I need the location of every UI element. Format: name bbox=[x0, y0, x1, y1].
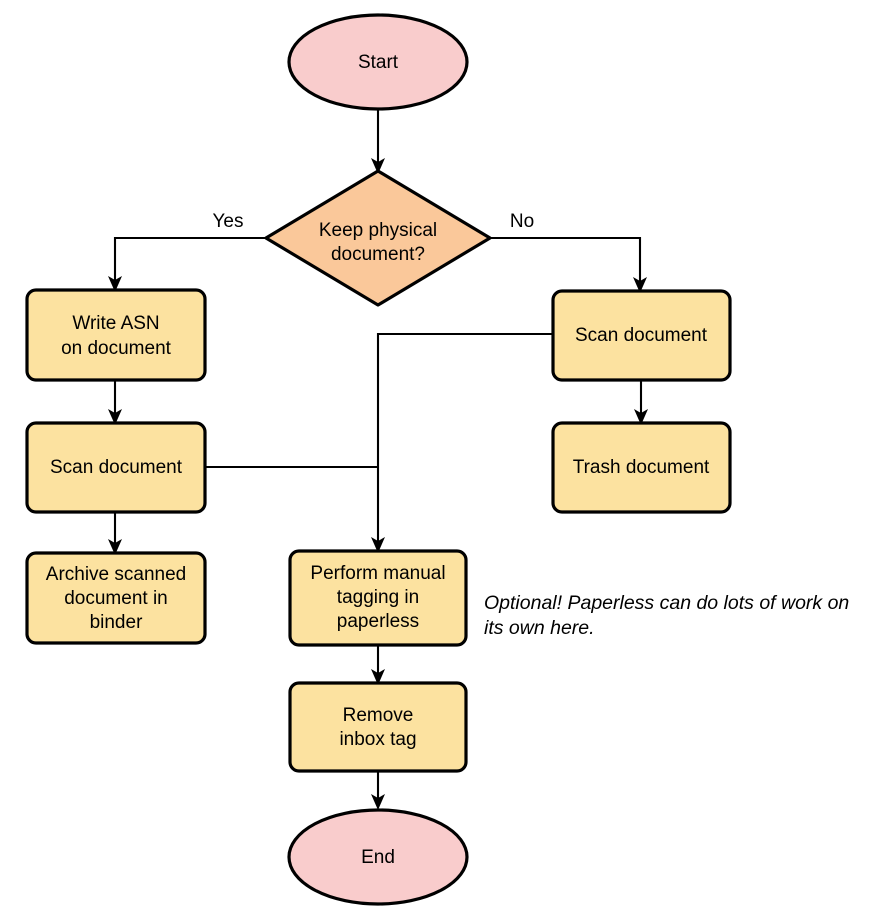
edge-line bbox=[490, 236, 642, 283]
node-trash-document[interactable]: Trash document bbox=[551, 421, 732, 514]
edge-remove-to-end bbox=[371, 771, 385, 810]
write-asn-label-line2: on document bbox=[61, 338, 172, 359]
manual-tagging-label-line2: tagging in bbox=[337, 587, 419, 608]
node-start[interactable]: Start bbox=[287, 13, 469, 111]
arrowhead-icon bbox=[634, 409, 648, 425]
arrowhead-icon bbox=[108, 539, 122, 555]
node-decision-keep-physical[interactable]: Keep physical document? bbox=[264, 169, 492, 307]
archive-binder-label-line3: binder bbox=[90, 612, 143, 633]
remove-inbox-tag-box[interactable] bbox=[288, 681, 468, 773]
arrowhead-icon bbox=[633, 277, 647, 293]
node-write-asn[interactable]: Write ASN on document bbox=[25, 288, 207, 382]
scan-document-right-label: Scan document bbox=[575, 325, 708, 346]
arrowhead-icon bbox=[371, 794, 385, 810]
start-label: Start bbox=[358, 52, 399, 73]
node-scan-document-left[interactable]: Scan document bbox=[25, 421, 207, 514]
arrowhead-icon bbox=[371, 669, 385, 685]
node-manual-tagging[interactable]: Perform manual tagging in paperless bbox=[288, 549, 468, 647]
edge-scan-right-to-trash bbox=[634, 380, 648, 425]
write-asn-box[interactable] bbox=[25, 288, 207, 382]
node-scan-document-right[interactable]: Scan document bbox=[551, 289, 732, 382]
archive-binder-label-line1: Archive scanned bbox=[46, 564, 186, 585]
edge-scan-to-archive bbox=[108, 512, 122, 555]
optional-note-line1: Optional! Paperless can do lots of work … bbox=[484, 592, 849, 614]
edge-asn-to-scan bbox=[108, 380, 122, 425]
decision-diamond[interactable] bbox=[264, 169, 492, 307]
scan-document-left-label: Scan document bbox=[50, 457, 183, 478]
manual-tagging-box[interactable] bbox=[288, 549, 468, 647]
archive-binder-box[interactable] bbox=[25, 551, 207, 645]
node-archive-binder[interactable]: Archive scanned document in binder bbox=[25, 551, 207, 645]
decision-label-line1: Keep physical bbox=[319, 220, 437, 241]
edge-label-yes: Yes bbox=[213, 211, 244, 232]
write-asn-label-line1: Write ASN bbox=[72, 313, 159, 334]
archive-binder-label-line2: document in bbox=[64, 588, 168, 609]
remove-inbox-label-line2: inbox tag bbox=[339, 729, 416, 750]
edge-layer: Yes No bbox=[108, 109, 648, 810]
annotation-optional-note: Optional! Paperless can do lots of work … bbox=[484, 592, 849, 639]
scan-document-left-box[interactable] bbox=[25, 421, 207, 514]
node-end[interactable]: End bbox=[287, 808, 469, 906]
edge-line bbox=[376, 332, 553, 543]
edge-start-to-decision bbox=[371, 109, 385, 174]
manual-tagging-label-line3: paperless bbox=[337, 611, 419, 632]
arrowhead-icon bbox=[371, 537, 385, 553]
optional-note-line2: its own here. bbox=[484, 617, 595, 639]
start-ellipse[interactable] bbox=[287, 13, 469, 111]
remove-inbox-label-line1: Remove bbox=[343, 705, 414, 726]
decision-label-line2: document? bbox=[331, 244, 425, 265]
node-remove-inbox-tag[interactable]: Remove inbox tag bbox=[288, 681, 468, 773]
edge-tagging-to-remove bbox=[371, 645, 385, 685]
node-layer: Start Keep physical document? Write ASN … bbox=[25, 13, 732, 906]
arrowhead-icon bbox=[371, 158, 385, 174]
trash-document-label: Trash document bbox=[573, 457, 710, 478]
trash-document-box[interactable] bbox=[551, 421, 732, 514]
edge-line bbox=[113, 236, 266, 282]
arrowhead-icon bbox=[108, 276, 122, 292]
edge-label-no: No bbox=[510, 211, 534, 232]
arrowhead-icon bbox=[108, 409, 122, 425]
edge-decision-yes: Yes bbox=[108, 211, 266, 292]
edge-decision-no: No bbox=[490, 211, 647, 293]
end-ellipse[interactable] bbox=[287, 808, 469, 906]
edge-scan-right-to-tagging bbox=[371, 332, 553, 553]
scan-document-right-box[interactable] bbox=[551, 289, 732, 382]
manual-tagging-label-line1: Perform manual bbox=[310, 563, 445, 584]
end-label: End bbox=[361, 847, 395, 868]
